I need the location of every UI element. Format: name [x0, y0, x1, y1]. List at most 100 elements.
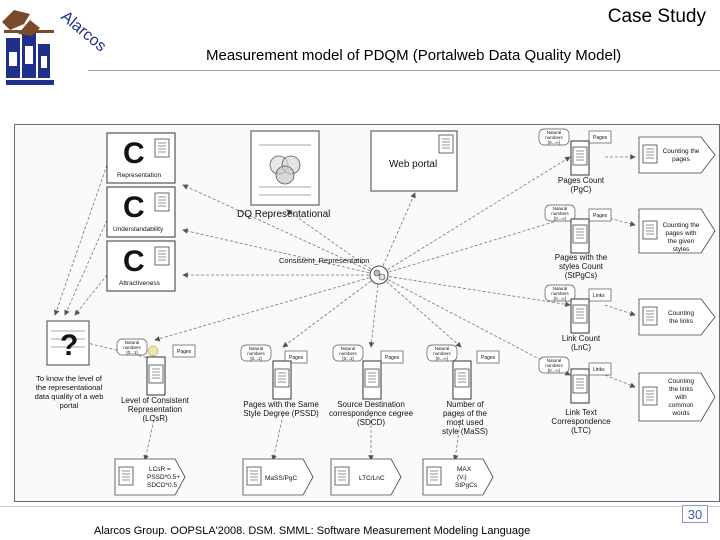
- svg-text:the representational: the representational: [36, 383, 103, 392]
- svg-text:Correspondence: Correspondence: [551, 417, 611, 426]
- characteristic-understandability: C Understandability: [106, 186, 176, 238]
- svg-text:numbers: numbers: [551, 291, 569, 296]
- svg-text:numbers: numbers: [433, 351, 451, 356]
- derived-measure-lcsr: Natural numbers [0...1] Pages Level of C…: [116, 338, 196, 423]
- base-measure-pgc: Natural numbers [0...∞) Pages Pages Coun…: [538, 128, 612, 194]
- svg-text:Natural: Natural: [547, 130, 562, 135]
- method-counting-common-links: Counting the links with common words: [638, 372, 716, 422]
- svg-text:Number of: Number of: [446, 400, 484, 409]
- information-need-box: ?: [46, 320, 90, 366]
- formula-max: MAX (Vᵢ) StPgCs: [422, 458, 494, 496]
- formula-ltc-lnc: LTC/LnC: [330, 458, 402, 496]
- derived-measure-pssd: Natural numbers [0...1] Pages Pages with…: [240, 344, 319, 418]
- svg-text:LCsR =: LCsR =: [149, 466, 171, 473]
- base-measure-lnc: Natural numbers [0...∞) Links Link Count…: [544, 284, 612, 352]
- base-measure-ltc: Natural numbers [0...∞) Links Link Text …: [538, 356, 612, 435]
- svg-text:C: C: [123, 245, 145, 278]
- base-measure-stpgcs: Natural numbers [0...∞) Pages Pages with…: [544, 204, 612, 280]
- svg-text:Pages: Pages: [385, 355, 400, 361]
- slide-subtitle: Measurement model of PDQM (Portalweb Dat…: [206, 47, 622, 64]
- svg-text:numbers: numbers: [247, 351, 265, 356]
- web-portal-box: Web portal: [370, 130, 458, 192]
- svg-text:Pages: Pages: [289, 355, 304, 361]
- svg-text:(SDCD): (SDCD): [357, 418, 385, 427]
- page-number: 30: [682, 505, 708, 523]
- svg-text:numbers: numbers: [545, 363, 563, 368]
- svg-text:portal: portal: [60, 401, 79, 410]
- svg-text:Counting: Counting: [668, 310, 694, 317]
- castle-emblem-icon: [2, 10, 54, 85]
- svg-text:PSSD*0.5+: PSSD*0.5+: [147, 474, 180, 481]
- method-counting-styled-pages: Counting the pages with the given styles: [638, 208, 716, 254]
- svg-text:[0...∞): [0...∞): [548, 140, 561, 145]
- svg-text:Natural: Natural: [249, 346, 264, 351]
- svg-text:Counting the: Counting the: [663, 148, 700, 155]
- svg-text:Web portal: Web portal: [389, 159, 437, 170]
- svg-text:Natural: Natural: [547, 358, 562, 363]
- svg-text:common: common: [669, 402, 694, 409]
- connector-lines: [53, 154, 636, 461]
- svg-text:?: ?: [60, 329, 78, 362]
- svg-text:numbers: numbers: [123, 345, 141, 350]
- svg-text:pages of the: pages of the: [443, 409, 488, 418]
- svg-text:Understandability: Understandability: [113, 226, 164, 233]
- svg-text:C: C: [123, 191, 145, 224]
- svg-text:Pages with the: Pages with the: [555, 253, 608, 262]
- svg-text:Natural: Natural: [435, 346, 450, 351]
- svg-text:[0...∞): [0...∞): [436, 356, 449, 361]
- svg-text:(Vᵢ): (Vᵢ): [457, 474, 467, 481]
- svg-text:LTC/LnC: LTC/LnC: [359, 475, 385, 482]
- svg-text:Links: Links: [593, 293, 605, 299]
- svg-text:Style Degree (PSSD): Style Degree (PSSD): [243, 409, 319, 418]
- svg-text:Link Count: Link Count: [562, 334, 601, 343]
- formula-lcsr: LCsR = PSSD*0.5+ SDCD*0.5: [114, 458, 186, 496]
- svg-text:[0...1]: [0...1]: [250, 356, 261, 361]
- slide-title: Case Study: [607, 6, 706, 27]
- svg-text:Representation: Representation: [117, 172, 161, 179]
- svg-text:Natural: Natural: [125, 340, 140, 345]
- svg-text:[0...∞): [0...∞): [554, 296, 567, 301]
- svg-text:Pages: Pages: [177, 349, 192, 355]
- footer-text: Alarcos Group. OOPSLA'2008. DSM. SMML: S…: [94, 525, 531, 537]
- svg-text:numbers: numbers: [545, 135, 563, 140]
- method-counting-pages: Counting the pages: [638, 136, 716, 174]
- svg-text:Links: Links: [593, 367, 605, 373]
- svg-text:[0...∞): [0...∞): [554, 216, 567, 221]
- svg-text:Counting: Counting: [668, 378, 694, 385]
- svg-text:most used: most used: [447, 418, 484, 427]
- svg-text:[0...1]: [0...1]: [342, 356, 353, 361]
- alarcos-logo: Alarcos: [2, 8, 109, 85]
- svg-text:the links: the links: [669, 386, 694, 393]
- formula-mass-pgc: MaSS/PgC: [242, 458, 314, 496]
- logo-wordmark: Alarcos: [57, 8, 109, 55]
- svg-text:(PgC): (PgC): [571, 185, 592, 194]
- svg-text:Pages with the Same: Pages with the Same: [243, 400, 319, 409]
- svg-text:Link Text: Link Text: [565, 408, 597, 417]
- attribute-node: [369, 265, 389, 285]
- svg-text:numbers: numbers: [551, 211, 569, 216]
- svg-text:the links: the links: [669, 318, 694, 325]
- svg-text:the given: the given: [668, 238, 695, 245]
- svg-text:numbers: numbers: [339, 351, 357, 356]
- svg-text:Pages: Pages: [481, 355, 496, 361]
- svg-text:Pages: Pages: [593, 213, 608, 219]
- svg-text:styles: styles: [673, 246, 690, 253]
- measurement-model-diagram: Consistent_Representation C Representati…: [14, 124, 720, 502]
- svg-text:Natural: Natural: [341, 346, 356, 351]
- attribute-label: Consistent_Representation: [279, 256, 369, 265]
- svg-text:StPgCs: StPgCs: [455, 482, 478, 489]
- svg-text:[0...1]: [0...1]: [126, 350, 137, 355]
- derived-measure-sdcd: Natural numbers [0...1] Pages Source Des…: [329, 344, 414, 427]
- title-divider: [88, 70, 720, 71]
- dq-representational-label: DQ Representational: [237, 209, 330, 220]
- svg-text:(StPgCs): (StPgCs): [565, 271, 598, 280]
- dq-representational-box: [250, 130, 320, 206]
- svg-text:MaSS/PgC: MaSS/PgC: [265, 475, 297, 482]
- svg-text:C: C: [123, 137, 145, 170]
- svg-text:Level of Consistent: Level of Consistent: [121, 396, 190, 405]
- information-need-label: To know the level of the representationa…: [35, 374, 104, 410]
- svg-text:(LCsR): (LCsR): [142, 414, 168, 423]
- svg-text:Natural: Natural: [553, 206, 568, 211]
- footer-divider: [0, 506, 720, 507]
- svg-text:data quality of a web: data quality of a web: [35, 392, 104, 401]
